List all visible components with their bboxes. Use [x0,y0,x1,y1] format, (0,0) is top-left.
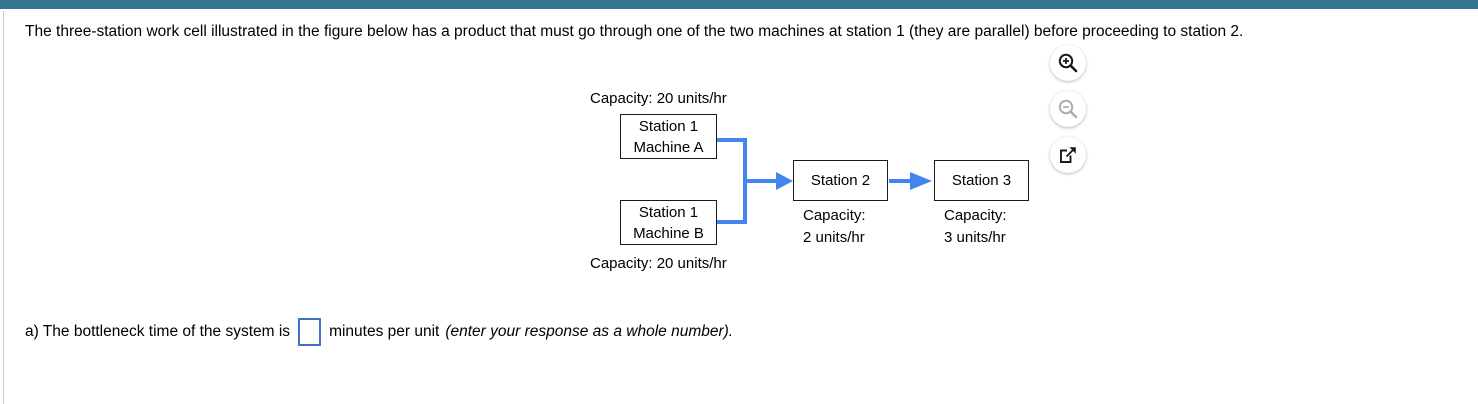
zoom-out-icon[interactable] [1050,91,1086,127]
answer-suffix-label: minutes per unit [329,323,440,340]
node-station2: Station 2 [793,160,888,201]
arrowhead-to-station3 [910,172,932,190]
bottleneck-time-input[interactable] [298,318,322,346]
node-station1-machine-a: Station 1 Machine A [620,114,717,159]
capacity-value: 2 units/hr [803,229,865,246]
top-accent-bar [0,0,1478,9]
node-line-1: Station 1 [638,203,699,221]
machine-b-capacity-label: Capacity: 20 units/hr [590,255,727,272]
capacity-word: Capacity: [944,207,1007,224]
node-line-1: Station 2 [810,172,871,189]
capacity-value: 3 units/hr [944,229,1006,246]
answer-prefix-label: a) The bottleneck time of the system is [25,323,291,340]
node-station1-machine-b: Station 1 Machine B [620,200,717,245]
node-line-1: Station 1 [638,117,699,135]
station2-capacity-label: Capacity: 2 units/hr [803,205,866,249]
station3-capacity-label: Capacity: 3 units/hr [944,205,1007,249]
problem-statement: The three-station work cell illustrated … [25,23,1244,40]
answer-hint: (enter your response as a whole number). [445,323,734,340]
machine-a-capacity-label: Capacity: 20 units/hr [590,90,727,107]
node-line-1: Station 3 [951,172,1012,189]
arrowhead-to-station2 [776,172,793,190]
answer-row: a) The bottleneck time of the system is … [25,318,733,346]
page-left-rule [3,11,4,404]
node-station3: Station 3 [934,160,1029,201]
node-line-2: Machine B [633,224,704,242]
node-line-2: Machine A [633,138,704,156]
capacity-word: Capacity: [803,207,866,224]
zoom-in-icon[interactable] [1050,45,1086,81]
open-in-new-window-icon[interactable] [1050,137,1086,173]
